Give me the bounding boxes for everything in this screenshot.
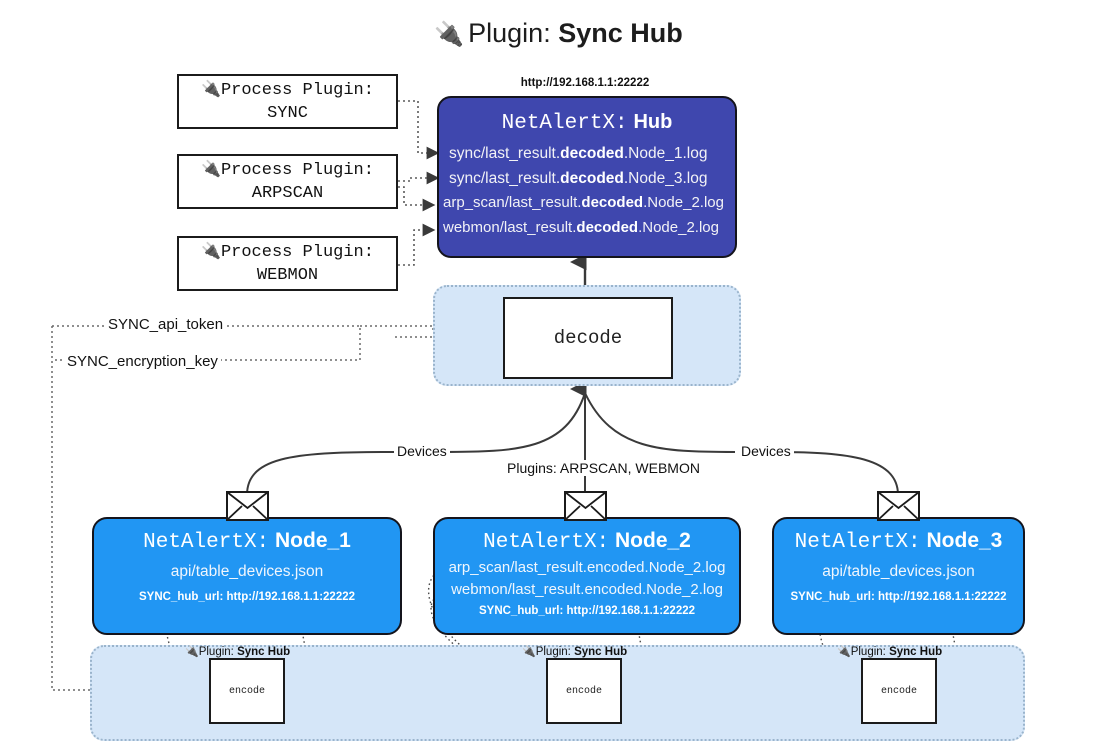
hub-log-row: webmon/last_result.decoded.Node_2.log [443,218,719,236]
process-plugin-webmon-line1: Process Plugin: [220,242,374,262]
node-plugin-label: 🔌Plugin: Sync Hub [185,646,291,658]
envelope-icon [226,491,269,521]
hub-log-row: arp_scan/last_result.decoded.Node_2.log [443,194,724,212]
node-box-node-1[interactable]: NetAlertX: Node_1 api/table_devices.json… [92,517,402,635]
hub-log-row: sync/last_result.decoded.Node_3.log [449,170,708,188]
envelope-icon [877,491,920,521]
devices-label-right: Devices [738,443,794,459]
process-plugin-box-webmon[interactable]: 🔌Process Plugin: WEBMON [177,236,398,291]
node-app-name: NetAlertX: [143,531,270,554]
node-plugin-label: 🔌Plugin: Sync Hub [522,646,628,658]
node-heading: NetAlertX: Node_3 [774,529,1023,554]
sync-encryption-key-label: SYNC_encryption_key [64,353,221,370]
electric-plug-icon: 🔌 [201,240,221,260]
node-resource-line: api/table_devices.json [822,563,975,580]
hub-node-box[interactable]: NetAlertX: Hub sync/last_result.decoded.… [437,96,737,258]
node-plugin-label: 🔌Plugin: Sync Hub [837,646,943,658]
title-lead: Plugin: [468,18,551,48]
node-heading: NetAlertX: Node_2 [435,529,739,554]
electric-plug-icon: 🔌 [201,158,221,178]
electric-plug-icon: 🔌 [837,646,851,658]
node-name: Node_3 [926,529,1003,552]
electric-plug-icon: 🔌 [434,21,465,48]
node-hub-url: SYNC_hub_url: http://192.168.1.1:22222 [478,605,696,617]
encode-box[interactable]: encode [861,658,937,724]
hub-heading: NetAlertX: Hub [439,110,735,135]
node-to-decode-edges [246,392,899,496]
node-name: Node_2 [615,529,691,552]
process-plugin-arpscan-line2: ARPSCAN [251,183,324,203]
title-name: Sync Hub [558,18,683,48]
process-plugin-sync-line1: Process Plugin: [220,80,374,100]
node-hub-url: SYNC_hub_url: http://192.168.1.1:22222 [790,591,1007,603]
process-plugin-webmon-line2: WEBMON [256,265,319,285]
node-resource-line: api/table_devices.json [170,563,324,580]
envelope-icon [564,491,607,521]
node-name: Node_1 [275,529,351,552]
process-plugin-arpscan-line1: Process Plugin: [220,160,374,180]
process-plugin-sync-line2: SYNC [267,103,308,123]
process-plugin-box-sync[interactable]: 🔌Process Plugin: SYNC [177,74,398,129]
node-heading: NetAlertX: Node_1 [94,529,400,554]
hub-log-row: sync/last_result.decoded.Node_1.log [449,145,708,162]
plugin-to-hub-connectors [398,100,440,266]
encode-box[interactable]: encode [546,658,622,724]
node-resource-line: webmon/last_result.encoded.Node_2.log [451,581,723,598]
encode-box[interactable]: encode [209,658,285,724]
page-title: 🔌Plugin: Sync Hub [0,18,1117,49]
node-box-node-3[interactable]: NetAlertX: Node_3 api/table_devices.json… [772,517,1025,635]
decode-box[interactable]: decode [503,297,673,379]
plugins-label: Plugins: ARPSCAN, WEBMON [504,460,703,476]
node-resource-line: arp_scan/last_result.encoded.Node_2.log [448,559,726,576]
secret-key-connectors [51,325,498,697]
electric-plug-icon: 🔌 [201,78,221,98]
hub-app-name: NetAlertX: [501,112,628,135]
node-box-node-2[interactable]: NetAlertX: Node_2 arp_scan/last_result.e… [433,517,741,635]
node-hub-url: SYNC_hub_url: http://192.168.1.1:22222 [138,591,356,603]
electric-plug-icon: 🔌 [185,646,199,658]
process-plugin-box-arpscan[interactable]: 🔌Process Plugin: ARPSCAN [177,154,398,209]
hub-name: Hub [633,111,673,133]
node-app-name: NetAlertX: [483,531,610,554]
node-app-name: NetAlertX: [794,531,921,554]
electric-plug-icon: 🔌 [522,646,536,658]
hub-url-label: http://192.168.1.1:22222 [520,77,650,89]
devices-label-left: Devices [394,443,450,459]
sync-api-token-label: SYNC_api_token [105,316,227,333]
